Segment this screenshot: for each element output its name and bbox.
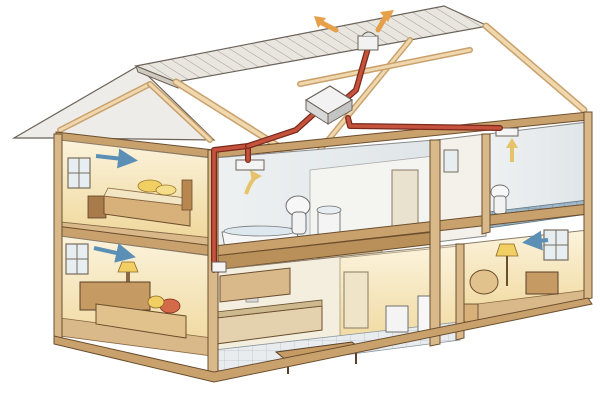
airflow-arrow-icon bbox=[317, 19, 339, 33]
toilet bbox=[285, 195, 311, 235]
roof-vent-icon bbox=[357, 31, 379, 51]
table-lamp bbox=[117, 261, 139, 282]
armchair bbox=[469, 269, 499, 295]
vent-fan-icon bbox=[304, 85, 354, 125]
airflow-arrow-icon bbox=[522, 230, 549, 251]
room-bedroom bbox=[59, 139, 213, 247]
kitchen-doorway bbox=[343, 271, 369, 329]
roof bbox=[11, 5, 588, 164]
room-lounge bbox=[461, 229, 589, 323]
airflow-arrow-icon bbox=[375, 13, 389, 33]
sink bbox=[316, 205, 342, 237]
base-slab bbox=[53, 297, 593, 383]
lounge-cabinet bbox=[525, 271, 559, 295]
toilet-right bbox=[490, 184, 510, 215]
exhaust-arrows bbox=[314, 10, 394, 33]
airflow-arrow-icon bbox=[93, 243, 136, 263]
bed bbox=[103, 179, 193, 227]
upper-cabinets bbox=[219, 267, 291, 303]
roof-eave-edge bbox=[135, 65, 179, 89]
sideboard bbox=[79, 281, 151, 311]
roof-top-plane bbox=[133, 5, 491, 83]
small-window bbox=[443, 149, 459, 173]
airflow-arrow-icon bbox=[95, 148, 138, 169]
floor-lamp bbox=[495, 243, 519, 286]
room-living-room bbox=[59, 235, 213, 357]
bathroom-doorway bbox=[391, 169, 419, 233]
vent-fan-icon bbox=[495, 127, 519, 137]
nightstand bbox=[87, 195, 107, 219]
sofa bbox=[95, 295, 187, 339]
washing-machine bbox=[385, 305, 409, 333]
